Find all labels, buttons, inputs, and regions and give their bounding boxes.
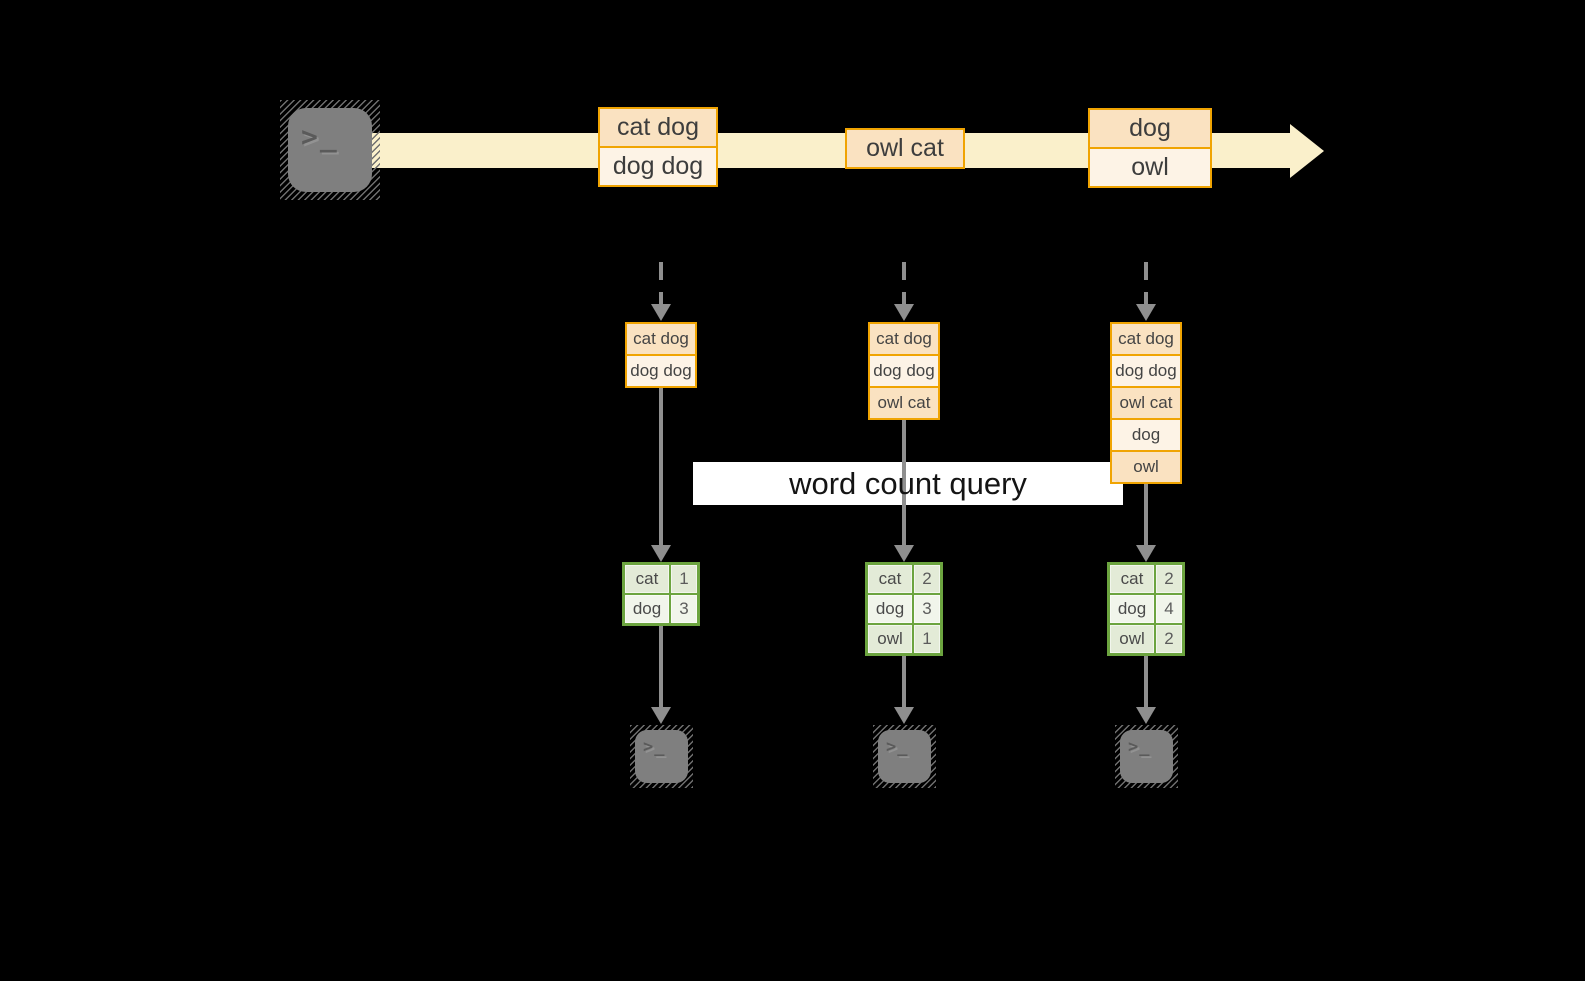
- stack-row: cat dog: [627, 324, 695, 354]
- table-cell-count: 3: [914, 595, 940, 623]
- terminal-screen: >_: [878, 730, 931, 783]
- input-stack-1: cat dog dog dog: [625, 322, 697, 388]
- arrowhead-icon: [1136, 707, 1156, 724]
- table-cell-word: dog: [868, 595, 912, 623]
- wordcount-table-3: cat 2 dog 4 owl 2: [1107, 562, 1185, 656]
- flow-arrow: [1144, 656, 1148, 709]
- wordcount-table-1: cat 1 dog 3: [622, 562, 700, 626]
- table-cell-count: 3: [671, 595, 697, 623]
- arrowhead-icon: [651, 707, 671, 724]
- table-cell-count: 2: [1156, 565, 1182, 593]
- stack-row: dog dog: [627, 354, 695, 386]
- table-cell-count: 1: [914, 625, 940, 653]
- terminal-screen: >_: [635, 730, 688, 783]
- wordcount-table-2: cat 2 dog 3 owl 1: [865, 562, 943, 656]
- table-cell-word: owl: [1110, 625, 1154, 653]
- output-terminal-icon: >_: [1115, 725, 1178, 788]
- microbatch-dashed-arrow: [902, 262, 906, 305]
- microbatch-dashed-arrow: [659, 262, 663, 305]
- stack-row: owl: [1112, 450, 1180, 482]
- stack-row: cat dog: [1112, 324, 1180, 354]
- stack-row: cat dog: [870, 324, 938, 354]
- source-terminal-icon: >_: [280, 100, 380, 200]
- table-cell-word: cat: [1110, 565, 1154, 593]
- table-cell-word: cat: [868, 565, 912, 593]
- terminal-prompt-icon: >_: [301, 120, 339, 153]
- table-cell-word: cat: [625, 565, 669, 593]
- batch-row: owl cat: [847, 130, 963, 167]
- arrowhead-icon: [894, 707, 914, 724]
- stream-batch-1: cat dog dog dog: [598, 107, 718, 187]
- input-stack-3: cat dog dog dog owl cat dog owl: [1110, 322, 1182, 484]
- arrowhead-icon: [651, 304, 671, 321]
- arrowhead-icon: [894, 304, 914, 321]
- arrowhead-icon: [894, 545, 914, 562]
- batch-row: dog dog: [600, 146, 716, 185]
- flow-arrow: [659, 626, 663, 709]
- stack-row: dog dog: [1112, 354, 1180, 386]
- table-cell-word: owl: [868, 625, 912, 653]
- arrowhead-icon: [651, 545, 671, 562]
- terminal-screen: >_: [1120, 730, 1173, 783]
- table-cell-count: 1: [671, 565, 697, 593]
- terminal-prompt-icon: >_: [643, 737, 666, 757]
- arrowhead-icon: [1136, 304, 1156, 321]
- terminal-prompt-icon: >_: [886, 737, 909, 757]
- arrowhead-icon: [1136, 545, 1156, 562]
- stack-row: owl cat: [1112, 386, 1180, 418]
- flow-arrow: [1144, 484, 1148, 547]
- batch-row: cat dog: [600, 109, 716, 146]
- table-cell-count: 2: [1156, 625, 1182, 653]
- stream-batch-2: owl cat: [845, 128, 965, 169]
- stream-arrowhead: [1290, 124, 1324, 178]
- input-stack-2: cat dog dog dog owl cat: [868, 322, 940, 420]
- flow-arrow: [659, 388, 663, 547]
- batch-row: dog: [1090, 110, 1210, 147]
- table-cell-count: 4: [1156, 595, 1182, 623]
- terminal-prompt-icon: >_: [1128, 737, 1151, 757]
- stack-row: dog dog: [870, 354, 938, 386]
- stream-batch-3: dog owl: [1088, 108, 1212, 188]
- query-banner-label: word count query: [789, 466, 1027, 501]
- stack-row: dog: [1112, 418, 1180, 450]
- microbatch-dashed-arrow: [1144, 262, 1148, 305]
- table-cell-word: dog: [1110, 595, 1154, 623]
- batch-row: owl: [1090, 147, 1210, 186]
- stack-row: owl cat: [870, 386, 938, 418]
- table-cell-word: dog: [625, 595, 669, 623]
- table-cell-count: 2: [914, 565, 940, 593]
- output-terminal-icon: >_: [630, 725, 693, 788]
- terminal-screen: >_: [288, 108, 372, 192]
- output-terminal-icon: >_: [873, 725, 936, 788]
- flow-arrow: [902, 420, 906, 547]
- flow-arrow: [902, 656, 906, 709]
- query-banner: [693, 462, 1123, 505]
